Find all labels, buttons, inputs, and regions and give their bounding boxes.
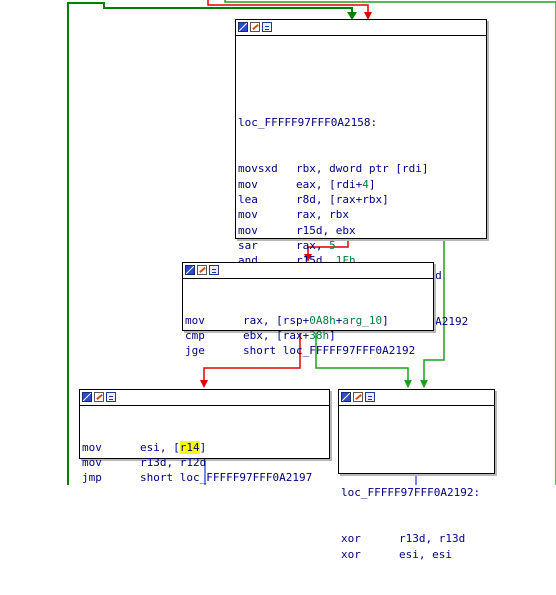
arrow-head (347, 12, 357, 20)
instruction-line[interactable]: mov r15d, ebx (238, 223, 484, 238)
rename-icon[interactable] (250, 22, 260, 32)
operand: r13d, r12d (140, 455, 207, 469)
graph-color-icon[interactable] (82, 392, 92, 402)
operand: ] (382, 313, 389, 327)
mnemonic: mov (238, 223, 258, 237)
code-block-4[interactable]: loc_FFFFF97FFF0A2192: xor r13d, r13d xor es… (338, 389, 495, 561)
mnemonic: mov (82, 455, 102, 469)
numeric-operand: 0A8h (309, 313, 336, 327)
mnemonic: jge (185, 344, 205, 358)
instruction-line[interactable]: lea r8d, [rax+rbx] (238, 192, 484, 207)
operand: r13d, r13d (399, 532, 466, 546)
edge-layer (67, 0, 556, 485)
xref-icon[interactable] (262, 22, 272, 32)
xref-icon[interactable] (209, 265, 219, 275)
instruction-line[interactable]: movsxd rbx, dword ptr [rdi] (238, 161, 484, 176)
rename-icon[interactable] (353, 392, 363, 402)
block-header (80, 390, 329, 406)
operand: rax, (296, 238, 330, 252)
operand: ] (368, 177, 376, 191)
instruction-line[interactable]: xor esi, esi (341, 547, 492, 562)
edge-b1-b4 (423, 237, 445, 384)
numeric-operand: 38h (309, 328, 330, 342)
location-label[interactable]: loc_FFFFF97FFF0A2158: (238, 116, 378, 130)
numeric-operand: 5 (329, 238, 336, 252)
instruction-line[interactable]: xor r13d, r13d (341, 531, 492, 546)
edge-red-top (207, 0, 369, 16)
graph-color-icon[interactable] (238, 22, 248, 32)
operand: r8d, [rax+rbx] (296, 192, 389, 206)
mnemonic: jmp (82, 471, 102, 485)
mnemonic: xor (341, 547, 361, 561)
operand: ebx, [rax+ (243, 328, 310, 342)
instruction-line[interactable]: jge short loc_FFFFF97FFF0A2192 (185, 343, 431, 358)
instruction-line[interactable]: mov rax, [rsp+0A8h+arg_10] (185, 313, 431, 328)
graph-color-icon[interactable] (185, 265, 195, 275)
arrow-head (420, 380, 428, 388)
operand: short loc_FFFFF97FFF0A2192 (243, 344, 416, 358)
operand: esi, esi (399, 547, 452, 561)
operand: r15d, ebx (296, 223, 356, 237)
edge-b2-b3 (203, 330, 301, 384)
mnemonic: sar (238, 238, 258, 252)
mnemonic: cmp (185, 328, 205, 342)
instruction-line[interactable]: mov esi, [r14] (82, 440, 327, 455)
instruction-line[interactable]: cmp ebx, [rax+38h] (185, 328, 431, 343)
edge-loop-outer (67, 2, 353, 485)
block-code: loc_FFFFF97FFF0A2192: xor r13d, r13d xor es… (339, 406, 494, 595)
instruction-line[interactable]: sar rax, 5 (238, 238, 484, 253)
code-block-2[interactable]: mov rax, [rsp+0A8h+arg_10] cmp ebx, [rax+38… (182, 262, 434, 357)
block-code: mov rax, [rsp+0A8h+arg_10] cmp ebx, [rax+38… (183, 279, 433, 391)
operand: ] (199, 440, 207, 454)
block-header (339, 390, 494, 406)
rename-icon[interactable] (94, 392, 104, 402)
arrow-head (404, 380, 412, 388)
arrow-head (364, 12, 372, 20)
operand: eax, [rdi+ (296, 177, 363, 191)
mnemonic: mov (185, 313, 205, 327)
instruction-line[interactable]: mov rax, rbx (238, 207, 484, 222)
xref-icon[interactable] (106, 392, 116, 402)
instruction-line[interactable]: mov r13d, r12d (82, 455, 327, 470)
edge-green-top-right (224, 0, 556, 3)
mnemonic: movsxd (238, 162, 278, 176)
operand: esi, [ (140, 440, 180, 454)
operand: short loc_FFFFF97FFF0A2197 (140, 471, 313, 485)
edge-b2-b4 (315, 330, 409, 384)
arrow-head (200, 380, 208, 388)
arrow-head (304, 254, 312, 262)
rename-icon[interactable] (197, 265, 207, 275)
block-header (183, 263, 433, 279)
numeric-operand: 4 (362, 177, 369, 191)
mnemonic: mov (238, 177, 258, 191)
mnemonic: lea (238, 192, 258, 206)
highlighted-register: r14 (179, 440, 200, 454)
xref-icon[interactable] (365, 392, 375, 402)
mnemonic: mov (238, 208, 258, 222)
instruction-line[interactable]: jmp short loc_FFFFF97FFF0A2197 (82, 470, 327, 485)
code-block-1[interactable]: loc_FFFFF97FFF0A2158: movsxd rbx, dword p… (235, 19, 487, 328)
graph-color-icon[interactable] (341, 392, 351, 402)
edge-b1-b2 (307, 237, 349, 258)
numeric-operand: arg_10 (342, 313, 383, 327)
code-block-3[interactable]: mov esi, [r14] mov r13d, r12d jmp short loc_F… (79, 389, 330, 484)
location-label[interactable]: loc_FFFFF97FFF0A2192: (341, 486, 481, 500)
operand: + (335, 313, 343, 327)
block-code: mov esi, [r14] mov r13d, r12d jmp short loc_F… (80, 406, 329, 518)
operand: rax, [rsp+ (243, 313, 310, 327)
block-header (236, 20, 486, 36)
operand: rbx, dword ptr [rdi] (296, 162, 429, 176)
operand: ] (329, 328, 336, 342)
operand: rax, rbx (296, 208, 349, 222)
instruction-line[interactable]: mov eax, [rdi+4] (238, 177, 484, 192)
mnemonic: mov (82, 440, 102, 454)
mnemonic: xor (341, 532, 361, 546)
